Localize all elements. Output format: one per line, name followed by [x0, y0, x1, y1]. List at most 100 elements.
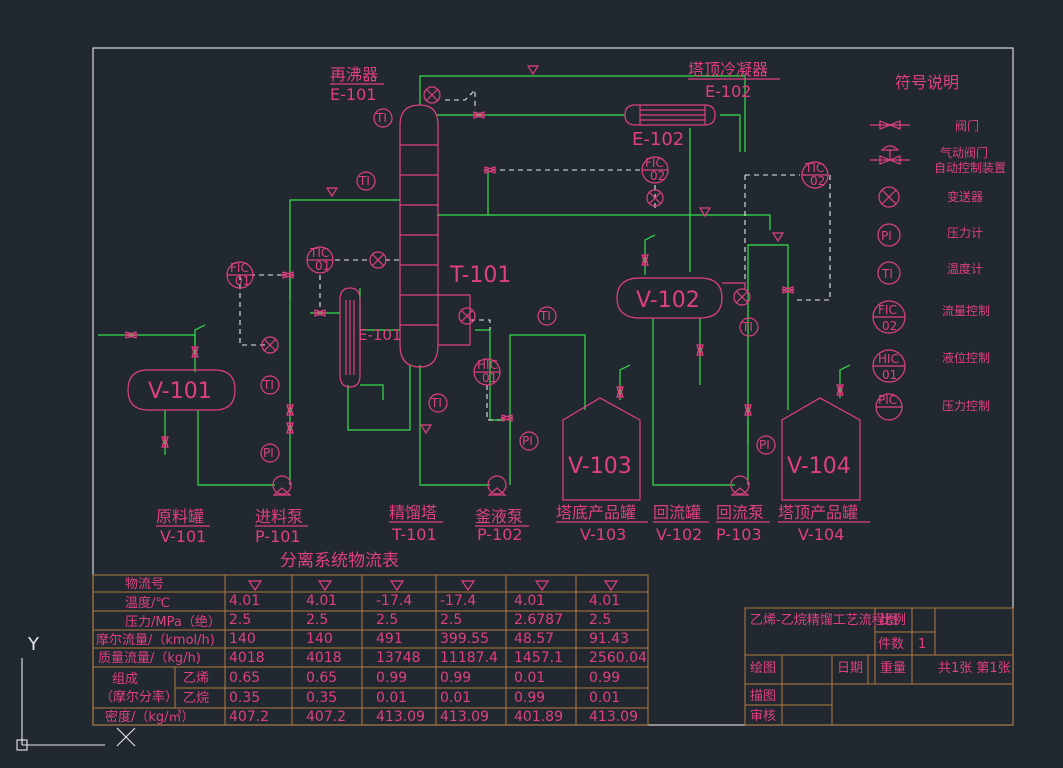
count-value: 1: [918, 637, 926, 652]
svg-text:TI: TI: [375, 111, 387, 125]
pump-p102[interactable]: [487, 475, 507, 496]
svg-text:PI: PI: [881, 229, 892, 243]
v101-tag: V-101: [148, 379, 212, 404]
svg-text:TI: TI: [430, 396, 442, 410]
table-cell: 399.55: [440, 631, 489, 647]
instrument-pi-1: PI: [260, 443, 280, 463]
svg-text:HIC: HIC: [477, 358, 498, 372]
table-cell: 4.01: [589, 593, 620, 609]
equipment-labels: 原料罐 V-101 进料泵 P-101 精馏塔 T-101 釜液泵 P-102 …: [156, 503, 870, 546]
table-cell: 401.89: [514, 709, 563, 725]
svg-text:流量控制: 流量控制: [942, 304, 990, 318]
scale-label: 比例: [880, 613, 906, 628]
reboiler-e101[interactable]: [339, 287, 361, 388]
table-cell: 413.09: [440, 709, 489, 725]
svg-text:P-101: P-101: [255, 527, 301, 546]
process-piping: [98, 75, 851, 486]
tank-v104[interactable]: [781, 397, 861, 501]
column-t101[interactable]: [399, 104, 471, 368]
svg-text:TI: TI: [881, 267, 893, 281]
condenser-title: 塔顶冷凝器: [688, 60, 768, 79]
table-cell: 91.43: [589, 631, 629, 647]
table-cell: 2.6787: [514, 612, 563, 628]
svg-text:02: 02: [882, 319, 897, 333]
control-signal-lines: [239, 88, 831, 421]
stream-table: 物流号 温度/℃ 压力/MPa（绝） 摩尔流量/（kmol/h) 质量流量/（k…: [92, 574, 649, 726]
tank-v101[interactable]: [127, 369, 236, 411]
svg-text:V-104: V-104: [798, 525, 844, 544]
instrument-ti-4: TI: [428, 393, 448, 413]
row-label-ethane: 乙烷: [183, 691, 209, 706]
instrument-ti-6: TI: [739, 317, 759, 337]
svg-text:TIC: TIC: [804, 161, 824, 175]
row-label-density: 密度/（kg/㎥）: [105, 709, 195, 725]
svg-text:原料罐: 原料罐: [156, 507, 204, 526]
svg-text:PI: PI: [522, 434, 533, 448]
pump-p103[interactable]: [730, 475, 750, 496]
draw-label: 绘图: [750, 661, 776, 676]
svg-text:TI: TI: [539, 309, 551, 323]
table-cell: 0.01: [514, 670, 545, 686]
svg-text:釜液泵: 釜液泵: [475, 507, 523, 526]
column-tag: T-101: [449, 263, 511, 288]
reboiler-tag: E-101: [330, 85, 376, 104]
svg-text:塔顶产品罐: 塔顶产品罐: [778, 503, 858, 522]
instrument-tic02: TIC 02: [801, 161, 829, 189]
tank-v102[interactable]: [616, 277, 746, 319]
table-cell: 2.5: [306, 612, 328, 628]
svg-text:TI: TI: [741, 320, 753, 334]
v104-tag: V-104: [787, 454, 851, 479]
stream-table-title: 分离系统物流表: [280, 551, 399, 571]
table-cell: 140: [229, 631, 256, 647]
row-label-ethylene: 乙烯: [183, 671, 209, 686]
table-cell: 140: [306, 631, 333, 647]
stream-markers: [325, 65, 785, 435]
row-label-group-1: 组成: [112, 672, 138, 687]
svg-text:P-102: P-102: [477, 525, 523, 544]
row-label-mass: 质量流量/（kg/h): [98, 651, 201, 666]
svg-text:温度计: 温度计: [947, 261, 983, 276]
table-cell: 491: [376, 631, 403, 647]
svg-text:02: 02: [650, 169, 665, 183]
instrument-ti-1: TI: [373, 108, 393, 128]
weight-label: 重量: [880, 660, 906, 676]
svg-text:V-101: V-101: [160, 527, 206, 546]
transmitters: [261, 86, 751, 354]
svg-text:压力控制: 压力控制: [942, 399, 990, 413]
condenser-e102[interactable]: [624, 104, 716, 126]
v103-tag: V-103: [568, 454, 632, 479]
legend: 符号说明 阀门 气动阀门 自动控制装置 变送器 PI 压力计 TI 温度计 FI…: [870, 73, 1006, 421]
table-cell: 0.99: [589, 670, 620, 686]
svg-text:01: 01: [882, 368, 897, 382]
instrument-tic01: TIC 01: [306, 246, 334, 274]
svg-text:FIC: FIC: [645, 156, 664, 170]
svg-text:V-102: V-102: [656, 525, 702, 544]
table-cell: 0.35: [306, 690, 337, 706]
svg-text:气动阀门: 气动阀门: [940, 145, 988, 160]
svg-text:液位控制: 液位控制: [942, 350, 990, 365]
svg-text:变送器: 变送器: [947, 189, 983, 204]
valves[interactable]: [123, 111, 844, 450]
table-cell: 0.01: [440, 690, 471, 706]
table-cell: 0.65: [229, 670, 260, 686]
sheets-label: 共1张 第1张: [938, 661, 1011, 676]
svg-text:阀门: 阀门: [955, 118, 979, 133]
table-cell: 11187.4: [440, 650, 498, 666]
row-label-stream: 物流号: [125, 577, 164, 592]
table-cell: 413.09: [376, 709, 425, 725]
table-cell: -17.4: [376, 593, 412, 609]
instrument-fic02: FIC 02: [641, 156, 669, 184]
table-cell: 0.01: [589, 690, 620, 706]
table-cell: -17.4: [440, 593, 476, 609]
svg-text:回流泵: 回流泵: [716, 503, 764, 522]
review-label: 审核: [750, 709, 776, 724]
svg-text:回流罐: 回流罐: [653, 503, 701, 522]
svg-text:PI: PI: [759, 438, 770, 452]
pump-p101[interactable]: [272, 475, 292, 496]
tank-v103[interactable]: [562, 397, 641, 501]
instrument-fic01: FIC 01: [226, 261, 254, 289]
svg-text:压力计: 压力计: [947, 226, 983, 240]
table-cell: 2.5: [376, 612, 398, 628]
table-cell: 2.5: [589, 612, 611, 628]
